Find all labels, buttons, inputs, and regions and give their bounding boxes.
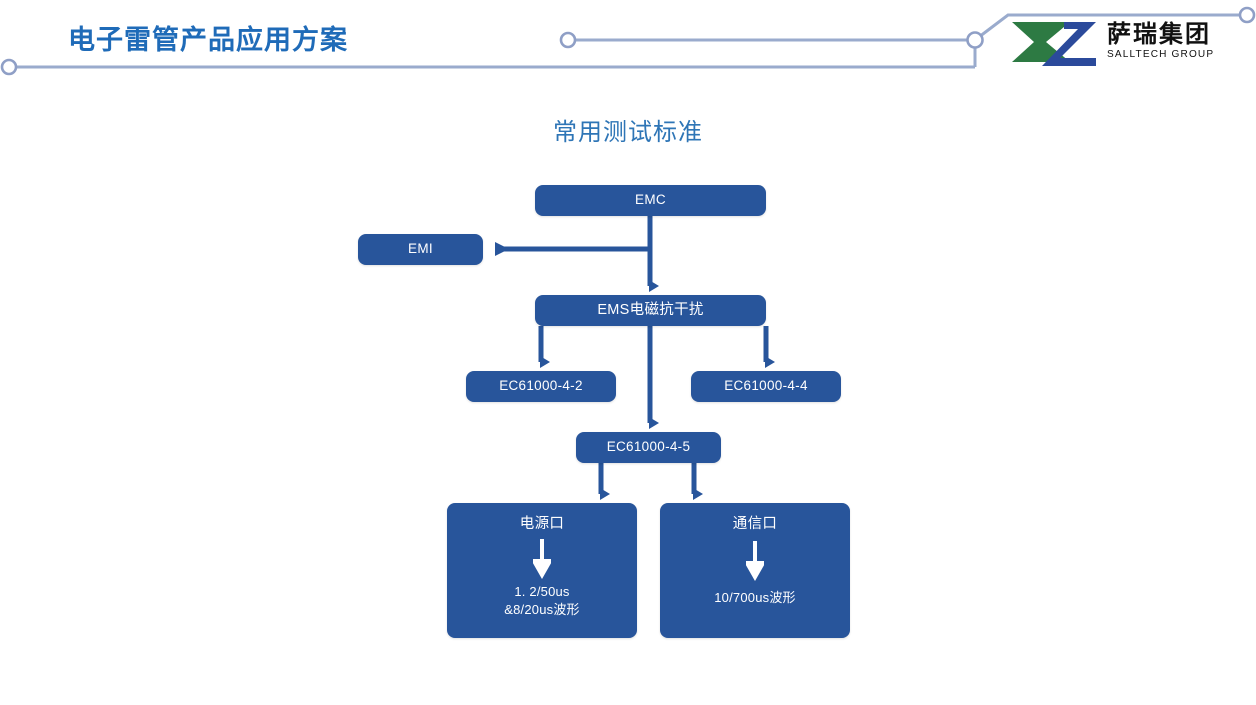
- diagram-title: 常用测试标准: [553, 119, 703, 146]
- node-ec61000-4-2[interactable]: EC61000-4-2: [466, 371, 616, 402]
- arrow-down-icon: [660, 541, 850, 582]
- node-emc-label: EMC: [635, 192, 666, 208]
- node-comm-port-sub: 10/700us波形: [714, 590, 796, 606]
- node-comm-port-label: 通信口: [732, 516, 778, 532]
- node-emc[interactable]: EMC: [535, 185, 766, 216]
- brand-logo: 萨瑞集团 SALLTECH GROUP: [1008, 14, 1248, 70]
- node-emi-label: EMI: [408, 241, 433, 257]
- node-ems[interactable]: EMS电磁抗干扰: [535, 295, 766, 326]
- logo-name-cn: 萨瑞集团: [1107, 21, 1211, 49]
- node-comm-port[interactable]: 通信口 10/700us波形: [660, 503, 850, 638]
- page-title: 电子雷管产品应用方案: [68, 25, 348, 55]
- node-power-port-sub: 1. 2/50us &8/20us波形: [504, 584, 580, 617]
- logo-blue-z: [1042, 22, 1096, 66]
- logo-name-en: SALLTECH GROUP: [1107, 48, 1215, 61]
- node-ems-label: EMS电磁抗干扰: [597, 301, 704, 318]
- logo-green-chevron: [1012, 22, 1070, 62]
- node-ec61000-4-2-label: EC61000-4-2: [499, 378, 583, 394]
- node-power-port-label: 电源口: [519, 516, 565, 532]
- node-ec61000-4-4-label: EC61000-4-4: [724, 378, 808, 394]
- node-emi[interactable]: EMI: [358, 234, 483, 265]
- arrow-down-icon: [447, 539, 637, 580]
- node-ec61000-4-4[interactable]: EC61000-4-4: [691, 371, 841, 402]
- logo-text-block: 萨瑞集团 SALLTECH GROUP: [1107, 21, 1219, 61]
- node-ec61000-4-5[interactable]: EC61000-4-5: [576, 432, 721, 463]
- node-ec61000-4-5-label: EC61000-4-5: [606, 439, 691, 455]
- salltech-logo-mark: [1012, 22, 1096, 66]
- node-power-port[interactable]: 电源口 1. 2/50us &8/20us波形: [447, 503, 637, 638]
